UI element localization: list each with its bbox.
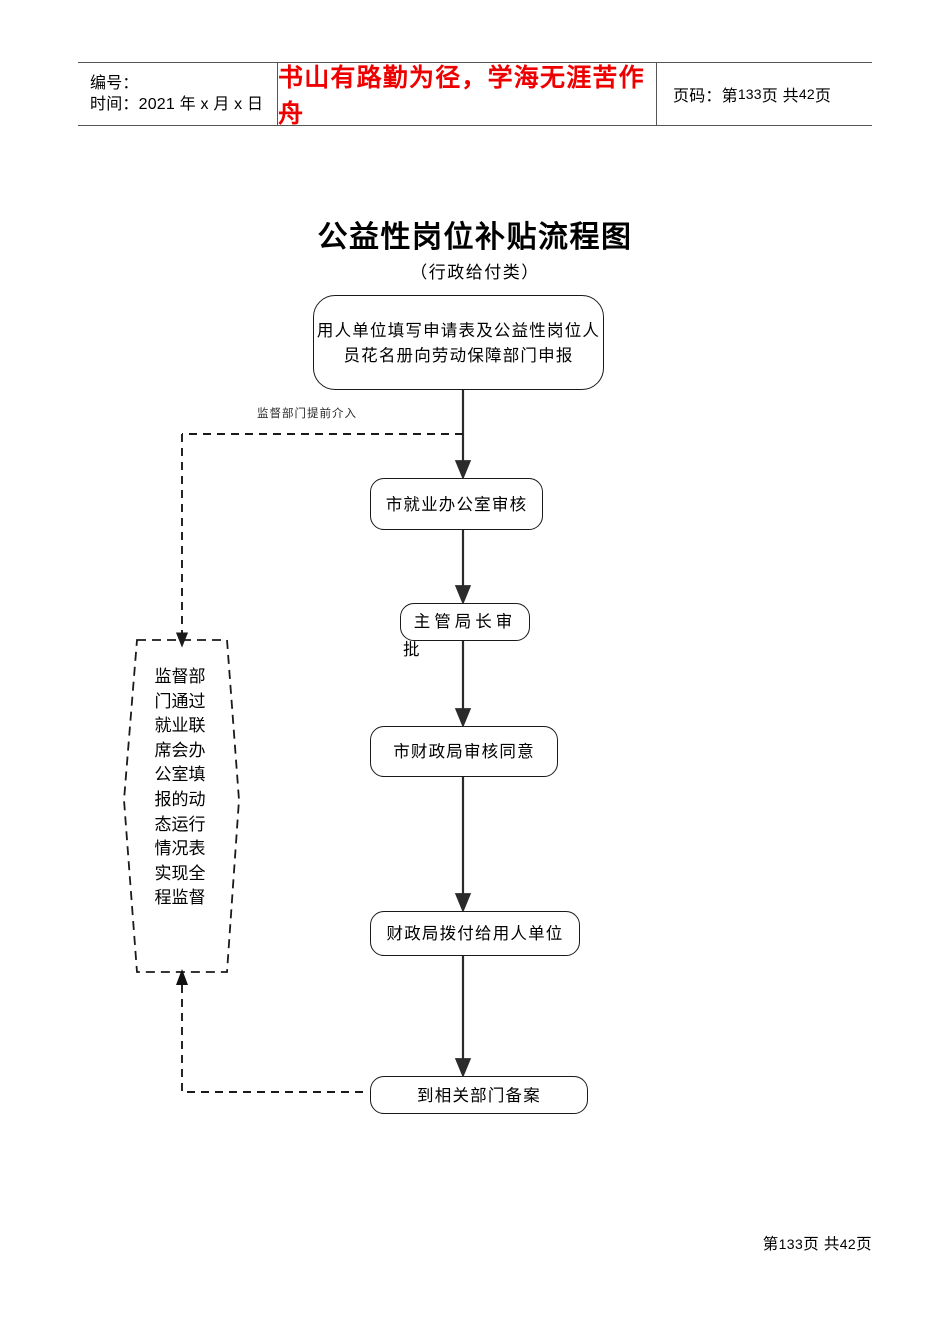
flow-node-review[interactable]: 市就业办公室审核: [370, 478, 543, 530]
footer-page-current: 133: [778, 1236, 804, 1252]
footer-page-unit2: 页: [856, 1236, 872, 1253]
header-slogan: 书山有路勤为径，学海无涯苦作舟: [278, 65, 645, 128]
flow-node-review-label: 市就业办公室审核: [385, 494, 528, 514]
header-page-prefix: 第: [721, 88, 738, 105]
header-cell-slogan: 书山有路勤为径，学海无涯苦作舟: [278, 63, 657, 128]
header-page-of: 共: [782, 88, 799, 105]
flow-node-approve-label: 主管局长审: [413, 612, 517, 631]
page-footer: 第133页 共42页: [763, 1232, 872, 1254]
page-title: 公益性岗位补贴流程图: [317, 221, 633, 254]
edge-supervision-to-record: [181, 985, 368, 1093]
flow-node-approve[interactable]: 主管局长审 批: [400, 603, 530, 659]
supervision-vertical-text: 监督部门通过就业联席会办公室填报的动态运行情况表实现全程监督: [154, 667, 206, 908]
header-time-label: 时间：: [90, 96, 139, 113]
footer-page-prefix: 第: [762, 1236, 779, 1253]
header-page-unit2: 页: [814, 88, 832, 105]
footer-page-of: 共: [823, 1236, 840, 1253]
footer-page-unit1: 页: [803, 1236, 820, 1253]
flow-node-record-label: 到相关部门备案: [417, 1085, 541, 1105]
header-id-label: 编号：: [90, 75, 139, 92]
supervision-hexagon-shape: [123, 639, 240, 973]
header-page-current: 133: [737, 86, 762, 102]
page-header-table: 编号： 时间：2021 年 x 月 x 日 书山有路勤为径，学海无涯苦作舟 页码…: [78, 62, 872, 128]
header-time-row: 时间：2021 年 x 月 x 日: [90, 94, 263, 115]
edge-label-supervision-early: 监督部门提前介入: [257, 408, 357, 420]
flow-node-disburse[interactable]: 财政局拨付给用人单位: [370, 911, 580, 956]
flow-node-approve-overflow-label: 批: [403, 640, 421, 659]
flow-node-apply[interactable]: 用人单位填写申请表及公益性岗位人员花名册向劳动保障部门申报: [313, 295, 604, 390]
flow-node-finance-label: 市财政局审核同意: [393, 742, 535, 761]
header-page-total: 42: [798, 86, 815, 102]
header-time-value: 2021 年 x 月 x 日: [138, 96, 264, 113]
header-cell-id-time: 编号： 时间：2021 年 x 月 x 日: [78, 63, 278, 125]
flow-node-apply-label: 用人单位填写申请表及公益性岗位人员花名册向劳动保障部门申报: [316, 320, 601, 365]
header-page-unit1: 页: [761, 88, 778, 105]
footer-page-total: 42: [839, 1236, 857, 1252]
page-subtitle: （行政给付类）: [410, 263, 540, 282]
flow-node-disburse-label: 财政局拨付给用人单位: [386, 924, 564, 943]
flow-node-record[interactable]: 到相关部门备案: [370, 1076, 588, 1114]
supervision-bottom-arrowhead: [176, 969, 188, 985]
flow-node-finance[interactable]: 市财政局审核同意: [370, 726, 558, 777]
header-page-label: 页码：: [673, 88, 722, 105]
